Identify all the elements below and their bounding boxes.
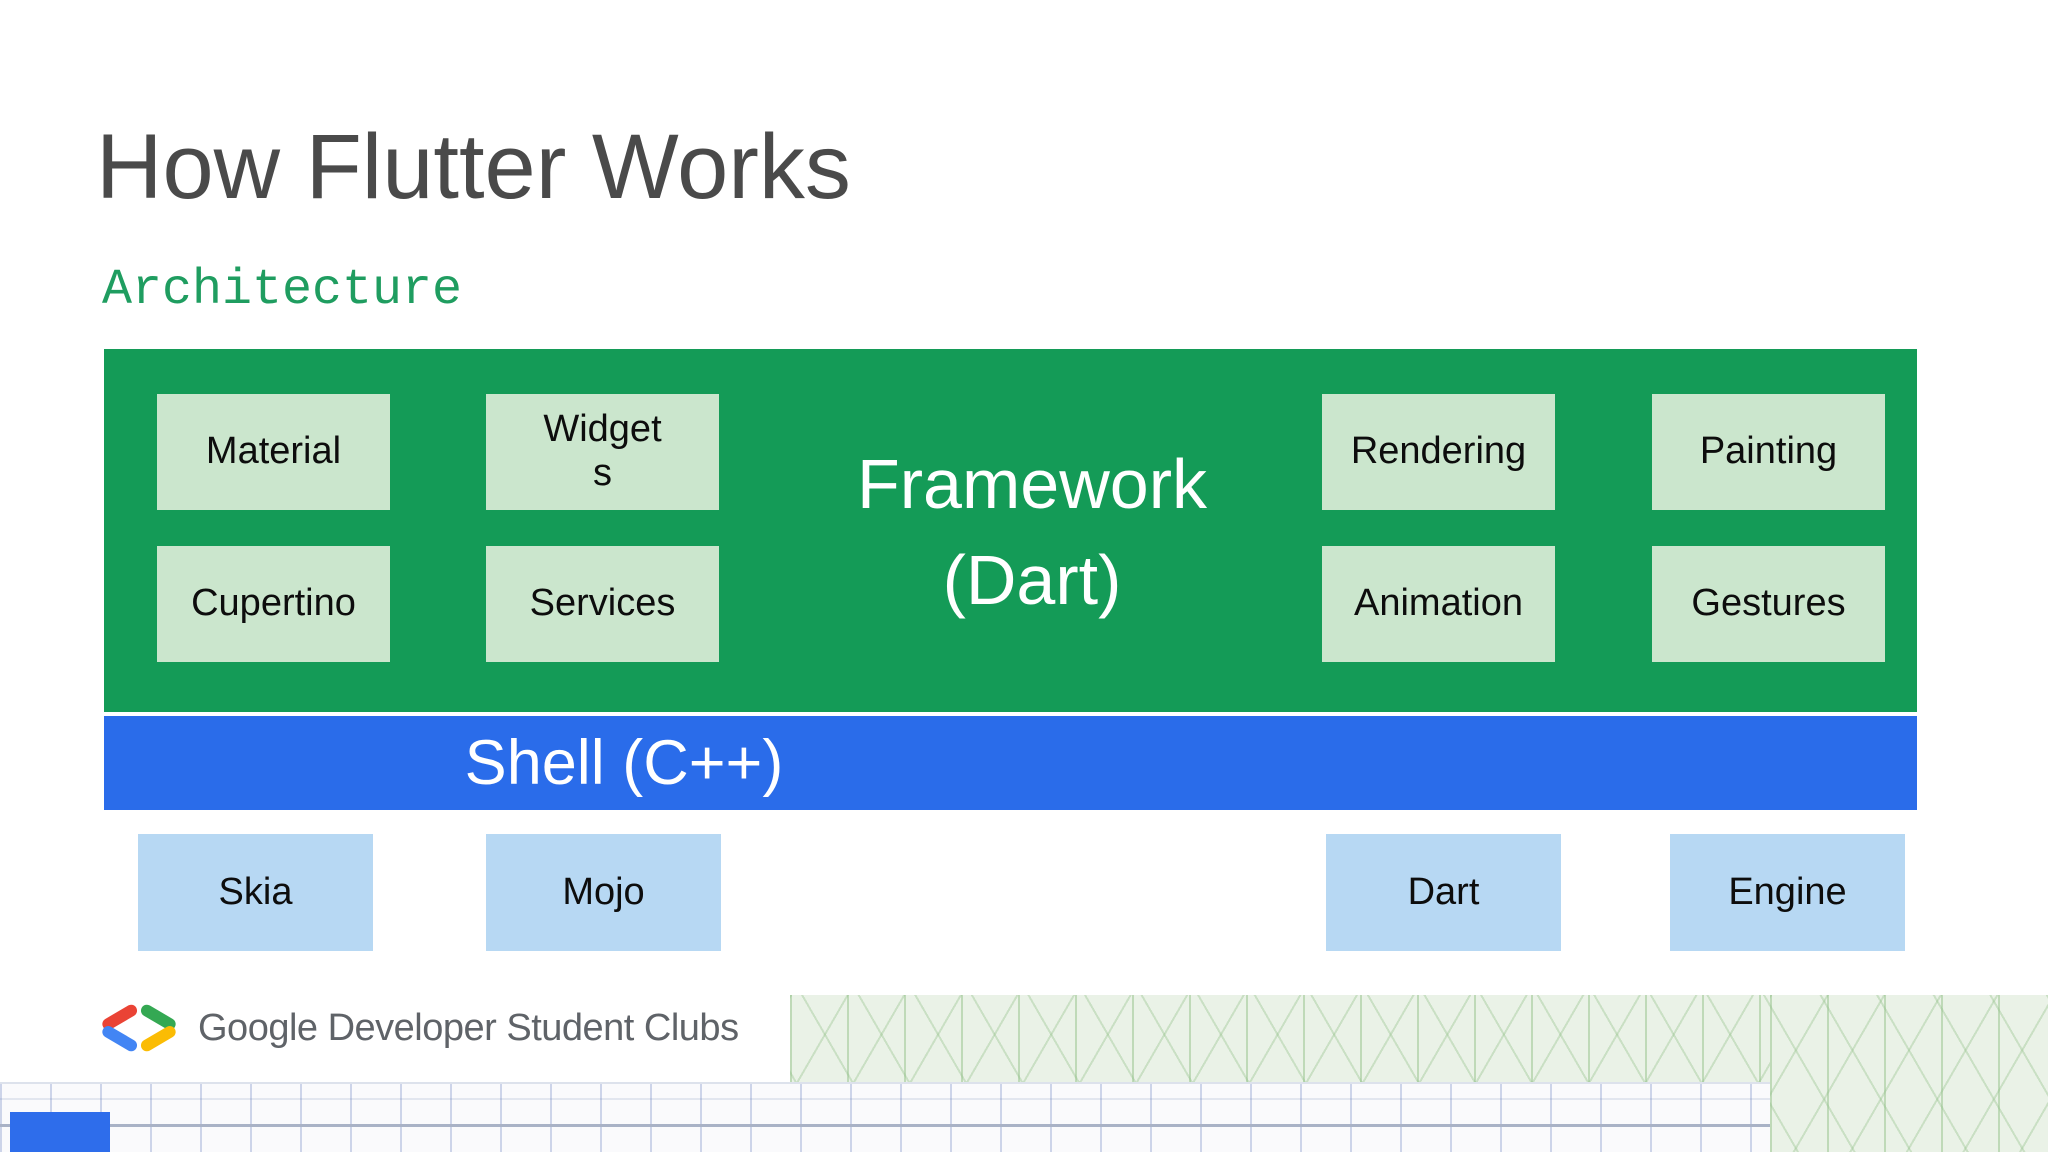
footer-brand: Google Developer Student Clubs bbox=[98, 996, 739, 1060]
shell-label-text: Shell (C++) bbox=[464, 728, 784, 798]
framework-box: Material Widgets Cupertino Services Rend… bbox=[104, 349, 1917, 712]
gdsc-brackets-icon bbox=[102, 1004, 176, 1052]
engine-box-engine: Engine bbox=[1670, 834, 1905, 951]
module-box-rendering: Rendering bbox=[1322, 394, 1555, 510]
page-subtitle: Architecture bbox=[102, 262, 463, 319]
engine-label: Skia bbox=[218, 871, 293, 913]
engine-label: Dart bbox=[1407, 871, 1480, 913]
engine-box-dart: Dart bbox=[1326, 834, 1561, 951]
module-label: Widgets bbox=[543, 408, 662, 494]
corner-accent-rect bbox=[10, 1112, 110, 1152]
module-box-animation: Animation bbox=[1322, 546, 1555, 662]
engine-label: Mojo bbox=[562, 871, 645, 913]
module-label: Animation bbox=[1354, 582, 1523, 625]
module-label: Painting bbox=[1699, 430, 1838, 473]
module-box-cupertino: Cupertino bbox=[157, 546, 390, 662]
engine-box-mojo: Mojo bbox=[486, 834, 721, 951]
module-label: Cupertino bbox=[191, 582, 356, 625]
brand-text: Google Developer Student Clubs bbox=[198, 1006, 739, 1049]
module-box-gestures: Gestures bbox=[1652, 546, 1885, 662]
module-label: Material bbox=[205, 430, 342, 473]
framework-layer-label: Framework (Dart) bbox=[822, 436, 1242, 628]
framework-label-line1: Framework bbox=[856, 445, 1208, 523]
mesh-pattern-right bbox=[1770, 995, 2048, 1152]
module-label: Rendering bbox=[1350, 430, 1527, 473]
engine-box-skia: Skia bbox=[138, 834, 373, 951]
page-title: How Flutter Works bbox=[96, 116, 851, 218]
engine-label: Engine bbox=[1728, 871, 1847, 913]
framework-label-line2: (Dart) bbox=[942, 541, 1122, 619]
shell-bar bbox=[104, 716, 1917, 810]
module-box-services: Services bbox=[486, 546, 719, 662]
shell-layer-label: Shell (C++) bbox=[104, 716, 1144, 810]
module-label: Services bbox=[529, 582, 676, 625]
grid-paper-line bbox=[0, 1124, 1770, 1127]
module-box-material: Material bbox=[157, 394, 390, 510]
module-box-painting: Painting bbox=[1652, 394, 1885, 510]
module-box-widgets: Widgets bbox=[486, 394, 719, 510]
module-label: Gestures bbox=[1691, 582, 1846, 625]
grid-paper-pattern bbox=[0, 1082, 1770, 1152]
